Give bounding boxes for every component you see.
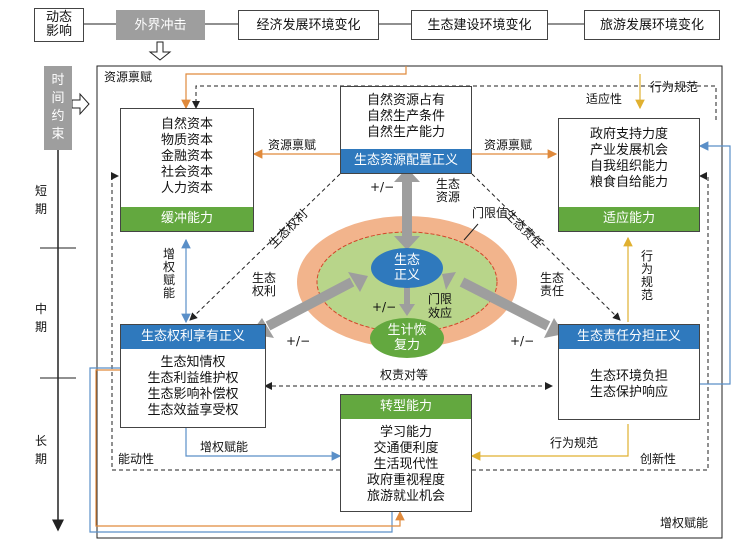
dynamic-impact-label: 动态影响	[45, 10, 72, 39]
adaptive-box: 政府支持力度 产业发展机会 自我组织能力 粮食自给能力 适应能力	[558, 118, 700, 232]
responsibility-box: 生态责任分担正义 生态环境负担 生态保护响应	[558, 324, 700, 420]
rights-box: 生态权利享有正义 生态知情权 生态利益维护权 生态影响补偿权 生态效益享受权	[120, 324, 266, 428]
transform-item: 政府重视程度	[366, 473, 445, 488]
capital-list: 自然资本 物质资本 金融资本 社会资本 人力资本	[121, 117, 253, 197]
tourism-change-label: 旅游发展环境变化	[599, 17, 704, 33]
plus-minus-top: +/−	[370, 180, 395, 194]
external-shock-label: 外界冲击	[134, 17, 187, 33]
plus-minus-center: +/−	[372, 300, 397, 314]
ecological-change-box: 生态建设环境变化	[411, 10, 548, 40]
behavior-norm-top-label: 行为规范	[650, 80, 699, 94]
rights-item: 生态效益享受权	[147, 403, 239, 418]
transform-item: 交通便利度	[373, 441, 439, 456]
allocation-item: 自然生产能力	[366, 125, 445, 140]
threshold-effect-label: 门限效应	[428, 292, 453, 320]
adaptive-item: 粮食自给能力	[589, 175, 668, 190]
rights-list: 生态知情权 生态利益维护权 生态影响补偿权 生态效益享受权	[121, 355, 265, 419]
buffer-capacity-footer: 缓冲能力	[121, 207, 253, 231]
eco-justice-node: 生态正义	[371, 248, 443, 288]
adaptive-capacity-footer: 适应能力	[559, 207, 699, 231]
time-constraint-box: 时间约束	[44, 66, 72, 150]
time-medium-label: 中期	[34, 302, 47, 334]
allocation-item: 自然资源占有	[366, 93, 445, 108]
transform-capacity-header: 转型能力	[341, 395, 471, 419]
rights-item: 生态利益维护权	[147, 371, 239, 386]
eco-resp-arrow-label: 生态责任	[539, 271, 564, 298]
responsibility-item: 生态环境负担	[589, 369, 668, 384]
livelihood-resilience-node: 生计恢复力	[370, 318, 444, 358]
eco-rights-arrow-label: 生态权利	[251, 271, 276, 298]
responsibility-item: 生态保护响应	[589, 385, 668, 400]
allocation-list: 自然资源占有 自然生产条件 自然生产能力	[341, 93, 471, 141]
allocation-box: 自然资源占有 自然生产条件 自然生产能力 生态资源配置正义	[340, 86, 472, 174]
transform-item: 生活现代性	[373, 457, 439, 472]
livelihood-resilience-label: 生计恢复力	[387, 323, 427, 353]
tourism-change-box: 旅游发展环境变化	[584, 10, 720, 40]
resource-endowment-top-label: 资源禀赋	[104, 70, 153, 84]
adaptive-item: 产业发展机会	[589, 143, 668, 158]
rights-justice-header: 生态权利享有正义	[121, 325, 265, 349]
capital-item: 人力资本	[160, 181, 213, 196]
economic-change-label: 经济发展环境变化	[256, 17, 361, 33]
adaptive-item: 政府支持力度	[589, 127, 668, 142]
time-long-label: 长期	[34, 434, 47, 466]
transform-item: 学习能力	[379, 425, 432, 440]
adaptive-list: 政府支持力度 产业发展机会 自我组织能力 粮食自给能力	[559, 127, 699, 191]
time-short-label: 短期	[34, 184, 47, 216]
plus-minus-left: +/−	[286, 334, 311, 348]
transform-item: 旅游就业机会	[366, 489, 445, 504]
behavior-norm-bottom-label: 行为规范	[550, 436, 599, 450]
threshold-label: 门限值	[472, 206, 509, 220]
eco-resource-label: 生态资源	[435, 177, 460, 204]
economic-change-box: 经济发展环境变化	[238, 10, 379, 40]
external-shock-box: 外界冲击	[116, 10, 205, 40]
responsibility-justice-header: 生态责任分担正义	[559, 325, 699, 349]
empower-bottom-label: 增权赋能	[200, 440, 249, 454]
capital-item: 自然资本	[160, 117, 213, 132]
time-constraint-label: 时间约束	[51, 73, 65, 142]
empower-left-label: 增权赋能	[162, 247, 175, 300]
rights-item: 生态影响补偿权	[147, 387, 239, 402]
capital-box: 自然资本 物质资本 金融资本 社会资本 人力资本 缓冲能力	[120, 108, 254, 232]
initiative-label: 能动性	[118, 452, 155, 466]
empower-corner-label: 增权赋能	[660, 516, 709, 530]
transform-box: 转型能力 学习能力 交通便利度 生活现代性 政府重视程度 旅游就业机会	[340, 394, 472, 512]
dynamic-impact-box: 动态影响	[34, 8, 84, 42]
rights-resp-equal-label: 权责对等	[380, 368, 429, 382]
eco-justice-label: 生态正义	[393, 253, 420, 283]
responsibility-list: 生态环境负担 生态保护响应	[559, 369, 699, 401]
capital-item: 物质资本	[160, 133, 213, 148]
resource-endowment-left-label: 资源禀赋	[268, 138, 317, 152]
behavior-norm-right-label: 行为规范	[640, 249, 653, 302]
transform-list: 学习能力 交通便利度 生活现代性 政府重视程度 旅游就业机会	[341, 425, 471, 505]
allocation-item: 自然生产条件	[366, 109, 445, 124]
resource-endowment-right-label: 资源禀赋	[484, 138, 533, 152]
allocation-justice-footer: 生态资源配置正义	[341, 149, 471, 173]
adaptive-item: 自我组织能力	[589, 159, 668, 174]
adaptability-label: 适应性	[586, 92, 623, 106]
rights-item: 生态知情权	[160, 355, 226, 370]
plus-minus-right: +/−	[510, 334, 535, 348]
innovation-label: 创新性	[640, 452, 677, 466]
ecological-change-label: 生态建设环境变化	[427, 17, 532, 33]
capital-item: 社会资本	[160, 165, 213, 180]
capital-item: 金融资本	[160, 149, 213, 164]
